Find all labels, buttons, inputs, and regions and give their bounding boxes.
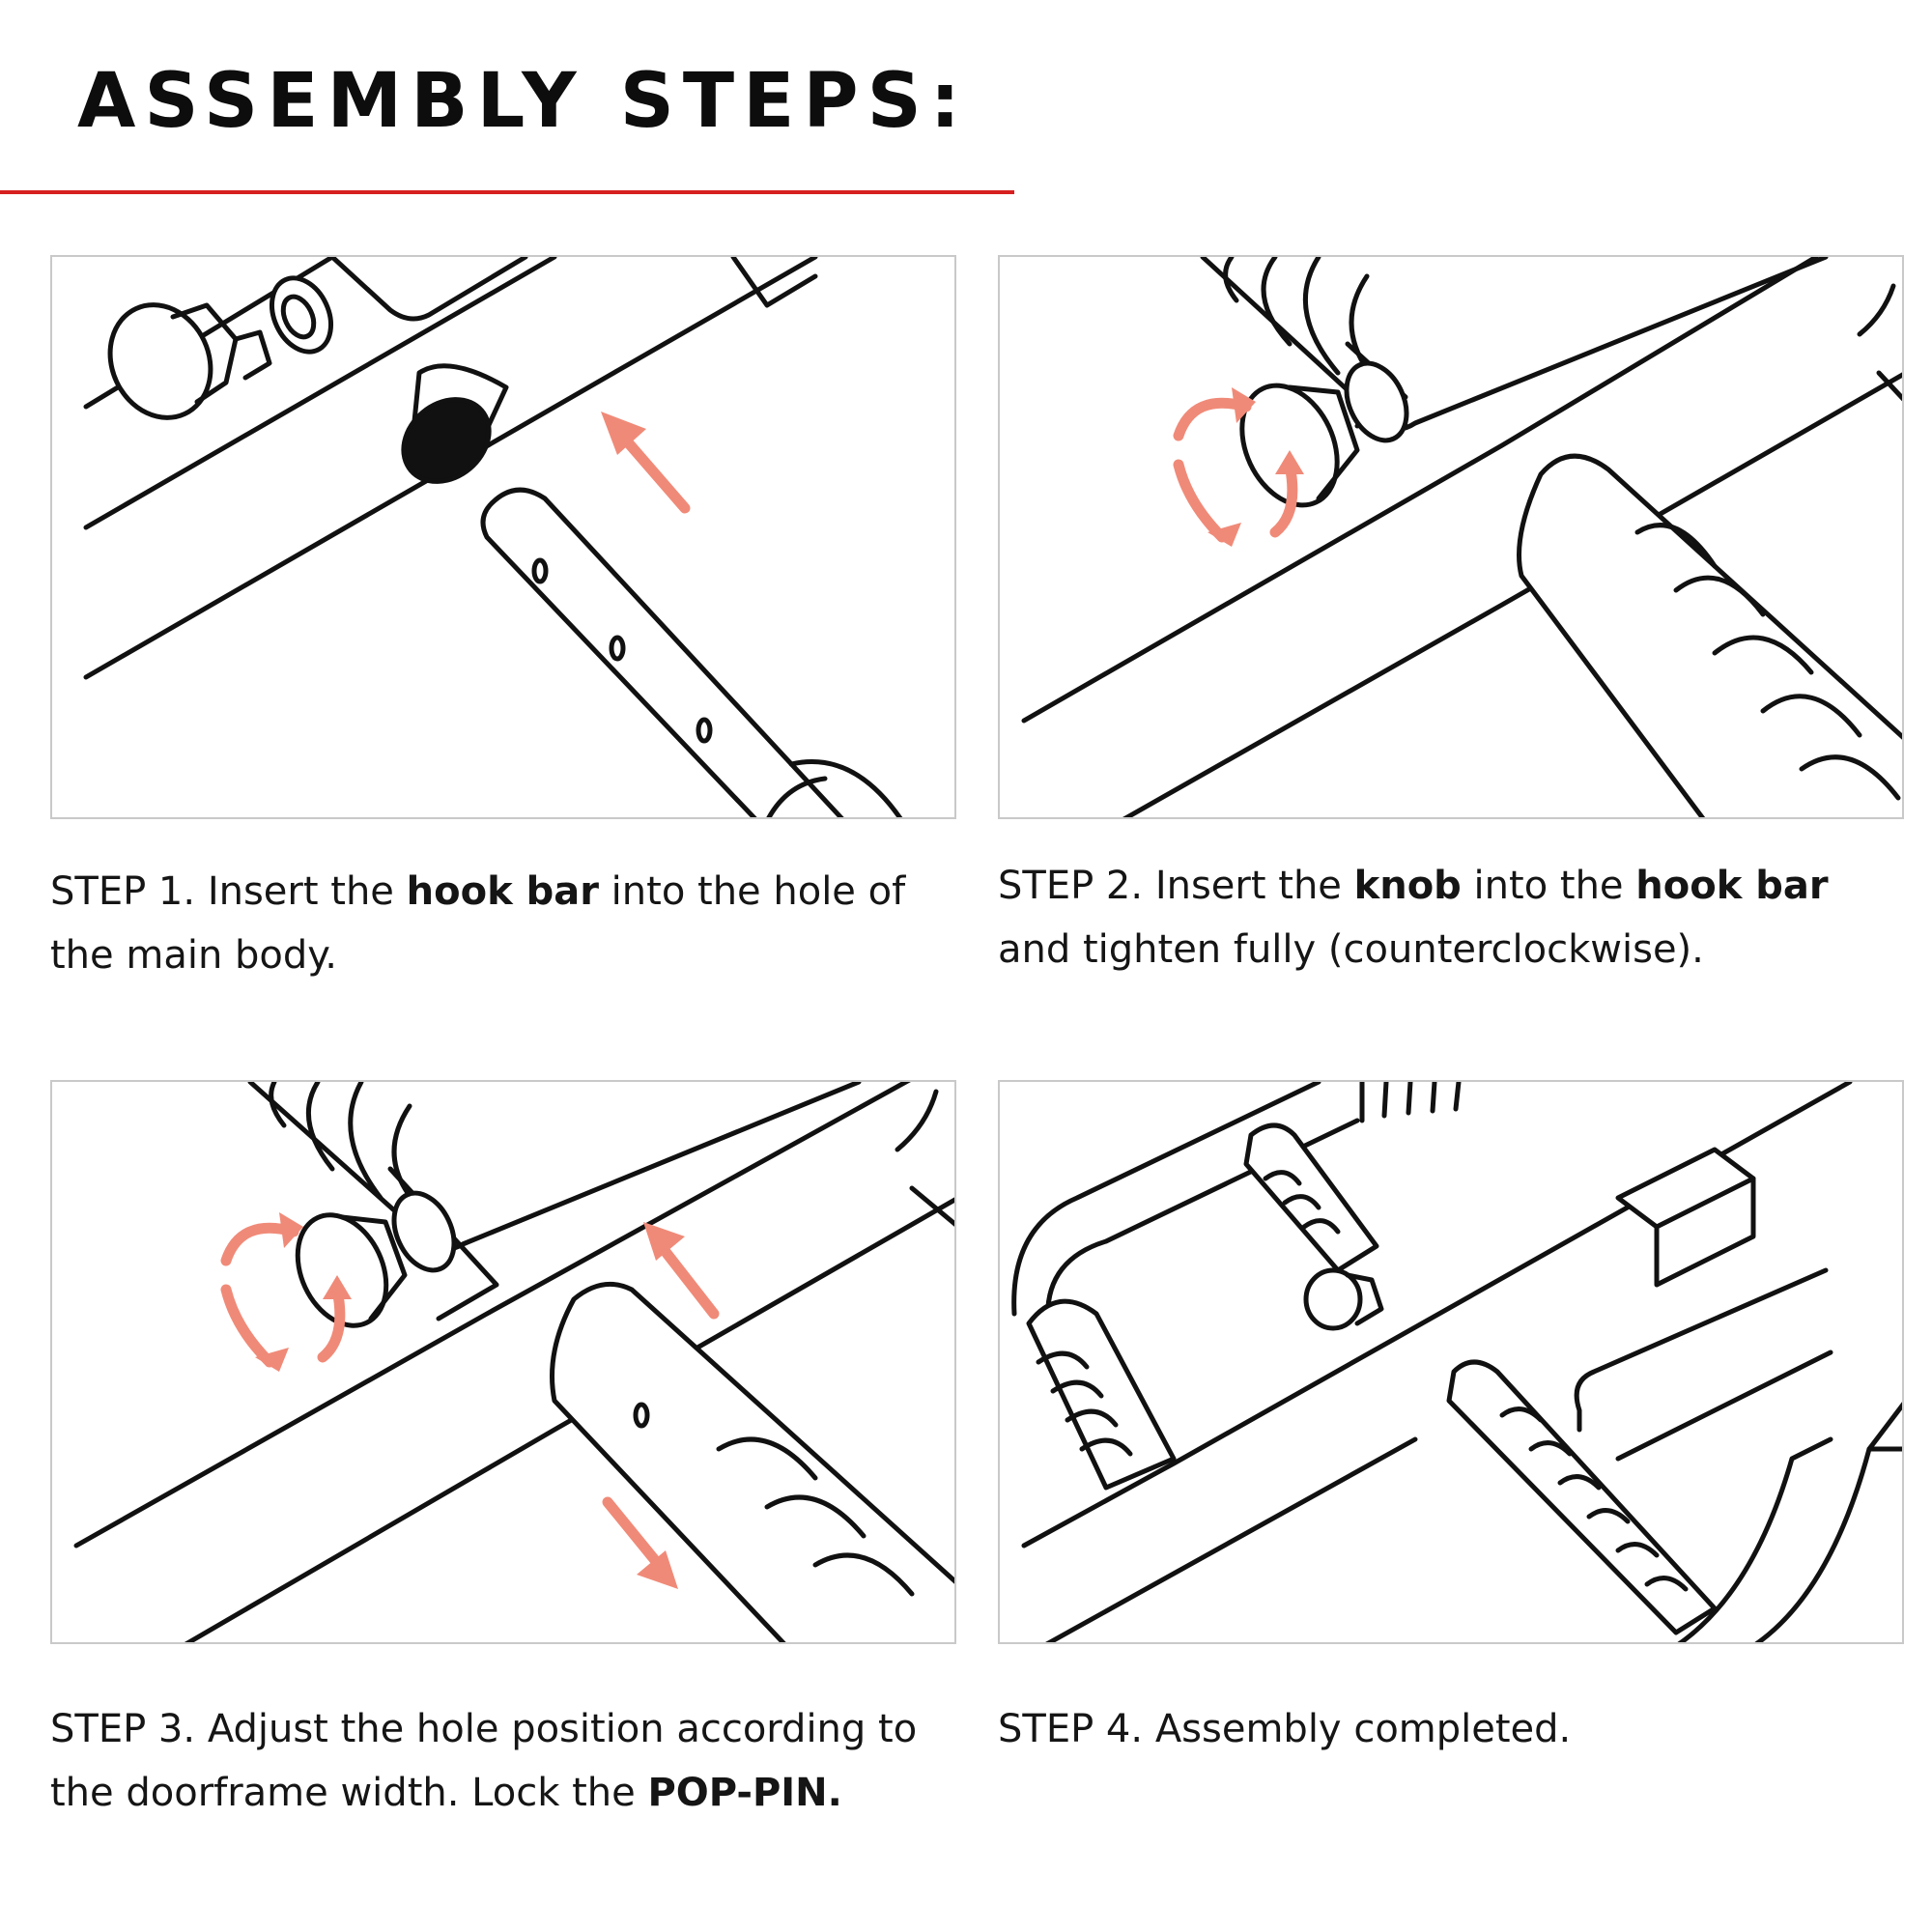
main-body-edge-bottom xyxy=(83,257,818,680)
hook-bar-part xyxy=(1446,1359,1718,1635)
pop-pin-adjust-drawing xyxy=(73,1082,954,1642)
hook-bar-part xyxy=(480,487,844,817)
knob-part xyxy=(295,1212,389,1328)
slide-arrow-down xyxy=(602,1496,665,1571)
instruction-text: STEP 2. Insert the xyxy=(998,864,1354,908)
step-2-illustration xyxy=(998,255,1904,819)
instruction-text: STEP 4. Assembly completed. xyxy=(998,1707,1572,1751)
step-4-illustration xyxy=(998,1080,1904,1644)
insert-direction-arrow xyxy=(616,430,691,514)
hook-bar-part xyxy=(550,1281,954,1642)
instruction-text: STEP 1. Insert the xyxy=(50,869,407,914)
step-3-illustration xyxy=(50,1080,956,1644)
bold-term: hook bar xyxy=(406,869,599,914)
step-3-instruction: STEP 3. Adjust the hole position accordi… xyxy=(50,1697,963,1825)
step-1-instruction: STEP 1. Insert the hook bar into the hol… xyxy=(50,860,963,987)
hook-bar-part xyxy=(1517,453,1902,817)
instruction-text: into the xyxy=(1461,864,1636,908)
rotate-arrow-bottom xyxy=(1173,459,1228,543)
assembled-bar-drawing xyxy=(1011,1082,1902,1642)
bold-term: POP-PIN. xyxy=(647,1771,842,1815)
pop-pin-hole xyxy=(633,1402,650,1429)
step-1-illustration xyxy=(50,255,956,819)
step-4-instruction: STEP 4. Assembly completed. xyxy=(998,1697,1911,1761)
instruction-text: and tighten fully (counterclockwise). xyxy=(998,927,1704,972)
bold-term: knob xyxy=(1353,864,1462,908)
knob-part xyxy=(1303,1267,1363,1331)
knob-part xyxy=(107,302,213,420)
title-divider xyxy=(0,190,1014,194)
instruction-text: STEP 3. Adjust the hole position accordi… xyxy=(50,1707,918,1815)
main-body-hole xyxy=(401,397,492,484)
bold-term: hook bar xyxy=(1635,864,1829,908)
slide-arrow-up xyxy=(657,1242,720,1320)
hook-bar-insert-drawing xyxy=(83,257,903,817)
knob-part xyxy=(1239,383,1340,508)
main-body-edge-top xyxy=(83,257,557,530)
page-title: ASSEMBLY STEPS: xyxy=(77,58,969,145)
knob-tighten-drawing xyxy=(1021,257,1902,817)
instruction-text: into the hole of the main body. xyxy=(50,869,906,978)
step-2-instruction: STEP 2. Insert the knob into the hook ba… xyxy=(998,854,1911,981)
